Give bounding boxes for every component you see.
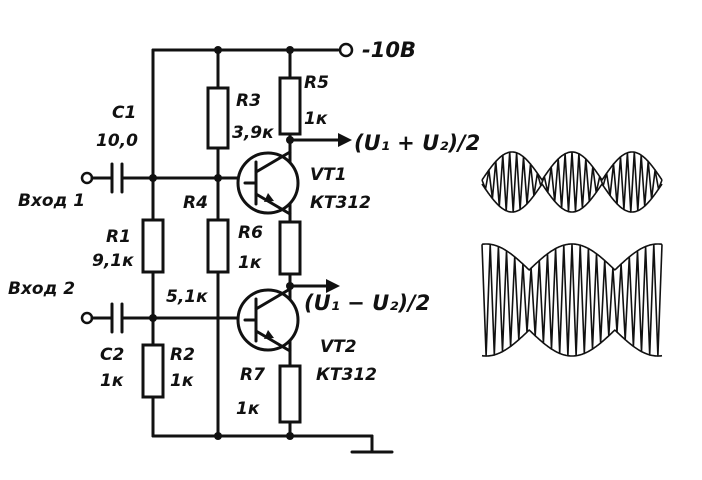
r3-name: R3 bbox=[236, 91, 261, 111]
r3-value: 3,9к bbox=[232, 123, 274, 143]
r5-name: R5 bbox=[304, 73, 329, 93]
ground-rail bbox=[151, 434, 394, 454]
waveform-diff-carrier bbox=[481, 243, 663, 357]
resistor-r5 bbox=[278, 76, 302, 136]
r2-value: 1к bbox=[170, 371, 194, 391]
r1-name: R1 bbox=[106, 227, 131, 247]
output-diff-arrow bbox=[288, 279, 340, 293]
r7-value: 1к bbox=[236, 399, 260, 419]
input-2 bbox=[80, 302, 247, 334]
output-diff-label: (U₁ − U₂)/2 bbox=[304, 291, 430, 315]
junction bbox=[214, 46, 222, 54]
junction bbox=[149, 314, 157, 322]
junction bbox=[214, 432, 222, 440]
r6-name: R6 bbox=[238, 223, 263, 243]
resistor-r6 bbox=[278, 220, 302, 276]
vt2-name: VT2 bbox=[320, 337, 357, 357]
junction bbox=[149, 174, 157, 182]
supply-label: -10В bbox=[362, 38, 416, 62]
transistor-vt2 bbox=[236, 287, 300, 353]
junction bbox=[286, 282, 294, 290]
waveform-sum-carrier bbox=[481, 151, 663, 213]
r2-name: R2 bbox=[170, 345, 195, 365]
input-1 bbox=[80, 162, 247, 194]
waveform-diff-envelope-lower bbox=[481, 329, 663, 357]
r6-value: 1к bbox=[238, 253, 262, 273]
vt1-type: КТ312 bbox=[310, 193, 371, 213]
waveform-sum bbox=[481, 151, 663, 213]
junction bbox=[286, 432, 294, 440]
supply-terminal bbox=[338, 42, 354, 58]
r5-value: 1к bbox=[304, 109, 328, 129]
resistor-r3 bbox=[206, 86, 230, 150]
output-sum-label: (U₁ + U₂)/2 bbox=[354, 131, 480, 155]
resistor-r7 bbox=[278, 364, 302, 424]
waveform-diff bbox=[481, 243, 663, 357]
resistor-r1 bbox=[141, 218, 165, 274]
r7-name: R7 bbox=[240, 365, 265, 385]
junction bbox=[214, 174, 222, 182]
c2-value: 1к bbox=[100, 371, 124, 391]
transistor-vt1 bbox=[236, 150, 300, 216]
junction bbox=[286, 136, 294, 144]
waveform-sum-envelope-lower bbox=[481, 183, 663, 213]
r1-value: 9,1к bbox=[92, 251, 134, 271]
output-sum-arrow bbox=[288, 133, 352, 147]
r4-name: R4 bbox=[183, 193, 208, 213]
junction bbox=[286, 46, 294, 54]
resistor-r4 bbox=[206, 218, 230, 274]
vt2-type: КТ312 bbox=[316, 365, 377, 385]
r4-value: 5,1к bbox=[166, 287, 208, 307]
resistor-r2 bbox=[141, 343, 165, 399]
c1-name: C1 bbox=[112, 103, 136, 123]
input-2-label: Вход 2 bbox=[8, 279, 75, 299]
c1-value: 10,0 bbox=[96, 131, 138, 151]
c2-name: C2 bbox=[100, 345, 124, 365]
vt1-name: VT1 bbox=[310, 165, 347, 185]
input-1-label: Вход 1 bbox=[18, 191, 85, 211]
supply-rail bbox=[151, 42, 354, 58]
